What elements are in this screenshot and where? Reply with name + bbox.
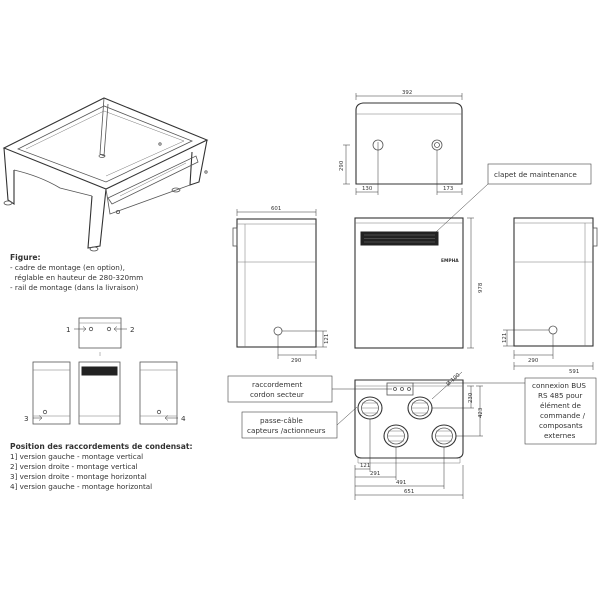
connexion-line-2: RS 485 pour <box>538 391 582 400</box>
dim-right-290: 290 <box>528 358 539 364</box>
dim-bottom-121: 121 <box>360 463 370 469</box>
condensate-right-side: 4 <box>139 361 186 425</box>
condensate-vertical-top: 1 2 <box>66 317 135 356</box>
figure-line-2: réglable en hauteur de 280-320mm <box>10 273 143 282</box>
condensate-title: Position des raccordements de condensat: <box>10 442 193 451</box>
clapet-callout: clapet de maintenance <box>435 163 592 233</box>
marker-2: 2 <box>130 325 135 334</box>
passe-cable-line-2: capteurs /actionneurs <box>247 426 326 435</box>
figure-line-3: - rail de montage (dans la livraison) <box>10 283 139 292</box>
condensate-front <box>78 361 121 425</box>
dim-left-width: 601 <box>271 206 281 212</box>
condensate-line-3: 3] version droite - montage horizontal <box>10 472 147 481</box>
dim-bottom-491: 491 <box>396 480 406 486</box>
dim-top-130: 130 <box>362 186 373 192</box>
mounting-frame-drawing <box>2 97 209 252</box>
connexion-line-1: connexion BUS <box>532 381 586 390</box>
passe-cable-callout: passe-câble capteurs /actionneurs <box>241 406 358 439</box>
condensate-left-side: 3 <box>24 361 71 425</box>
left-side-view: 601 121 290 <box>232 206 330 364</box>
top-view: 392 290 130 173 <box>339 90 463 195</box>
dim-bottom-651: 651 <box>404 489 414 495</box>
duct-top-right <box>407 396 433 420</box>
dim-top-width: 392 <box>402 90 412 96</box>
marker-3: 3 <box>24 414 29 423</box>
right-side-view: 121 290 591 <box>502 217 598 375</box>
dim-bottom-291: 291 <box>370 471 380 477</box>
dim-bottom-423: 423 <box>478 408 484 418</box>
raccordement-line-1: raccordement <box>252 380 302 389</box>
dim-top-173: 173 <box>443 186 453 192</box>
dim-right-121: 121 <box>502 333 508 343</box>
figure-title: Figure: <box>10 253 41 262</box>
dim-height: 978 <box>478 282 484 293</box>
clapet-label: clapet de maintenance <box>494 170 577 179</box>
brand-label: EMPHA <box>441 258 459 264</box>
marker-4: 4 <box>181 414 186 423</box>
duct-bottom-right <box>431 424 457 448</box>
duct-bottom-left <box>383 424 409 448</box>
condensate-line-4: 4] version gauche - montage horizontal <box>10 482 152 491</box>
dim-left-121: 121 <box>324 334 330 344</box>
raccordement-callout: raccordement cordon secteur <box>227 375 392 403</box>
figure-line-1: - cadre de montage (en option), <box>10 263 125 272</box>
front-view: EMPHA 978 <box>354 217 484 349</box>
duct-top-left <box>357 396 383 420</box>
connexion-line-6: externes <box>544 431 576 440</box>
connexion-line-5: composants <box>539 421 583 430</box>
passe-cable-line-1: passe-câble <box>260 416 303 425</box>
dim-left-290: 290 <box>291 358 302 364</box>
connexion-line-3: élément de <box>540 401 581 410</box>
marker-1: 1 <box>66 325 71 334</box>
dim-right-591: 591 <box>569 369 579 375</box>
connexion-callout: connexion BUS RS 485 pour élément de com… <box>413 377 597 445</box>
connexion-line-4: commande / <box>540 411 586 420</box>
condensate-line-2: 2] version droite - montage vertical <box>10 462 138 471</box>
dim-diameter: Ø 100 <box>445 371 462 387</box>
raccordement-line-2: cordon secteur <box>250 390 304 399</box>
dim-bottom-230: 230 <box>468 392 474 403</box>
dim-top-290: 290 <box>339 160 345 171</box>
bottom-view: Ø 100 230 423 121 291 491 651 <box>354 371 484 500</box>
condensate-line-1: 1] version gauche - montage vertical <box>10 452 143 461</box>
